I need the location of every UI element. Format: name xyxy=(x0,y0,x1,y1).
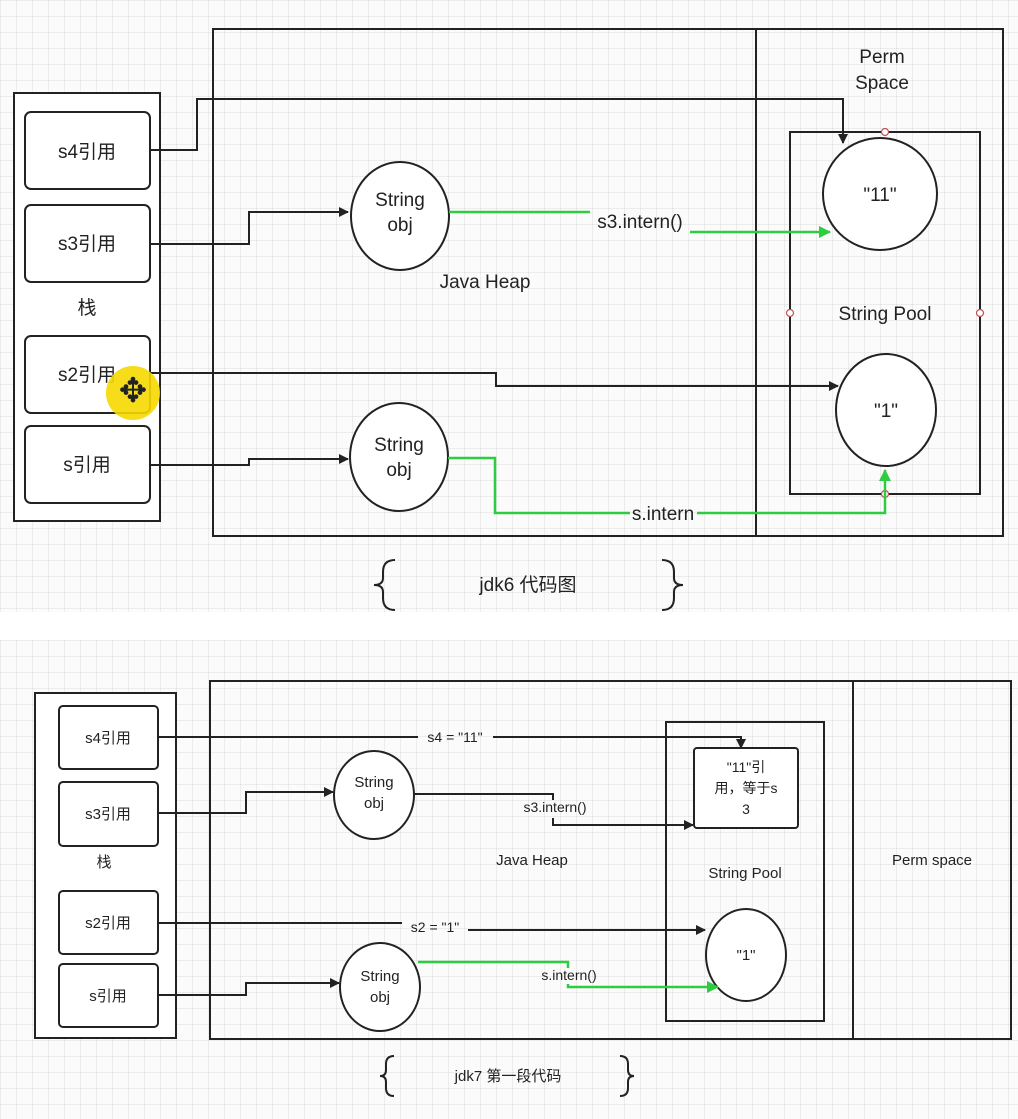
s-ref-label-jdk7: s引用 xyxy=(89,988,127,1005)
string-obj-2-line2-jdk7: obj xyxy=(370,989,390,1006)
literal-11-label: "11" xyxy=(863,185,896,206)
ref-box-line2: 用，等于s xyxy=(715,780,778,796)
literal-1-circle-jdk7 xyxy=(705,908,787,1002)
perm-space-label-jdk7: Perm space xyxy=(892,852,972,869)
string-obj-1-line1-jdk7: String xyxy=(354,774,393,791)
s2-ref-label: s2引用 xyxy=(58,364,116,386)
arrow-s2-to-1 xyxy=(150,372,839,391)
jdk6-diagram: s4引用 s3引用 栈 s2引用 s引用 Perm Space Java Hea… xyxy=(13,28,1004,611)
string-pool-label: String Pool xyxy=(839,304,932,325)
stack-label-jdk7: 栈 xyxy=(96,854,111,871)
cursor-highlight xyxy=(106,366,160,420)
string-obj-1-line1: String xyxy=(375,190,425,211)
arrow-s3-intern xyxy=(552,818,694,830)
literal-1-circle xyxy=(835,353,937,467)
perm-space-label-line1: Perm xyxy=(859,47,904,68)
literal-11-circle xyxy=(822,137,938,251)
literal-1-label-jdk7: "1" xyxy=(737,947,756,964)
java-heap-label: Java Heap xyxy=(440,272,531,293)
line-s3-intern-a xyxy=(414,793,554,800)
java-heap-label-jdk7: Java Heap xyxy=(496,852,568,869)
arrow-s4-to-11 xyxy=(150,98,848,151)
jdk6-caption: jdk6 代码图 xyxy=(478,574,576,596)
string-obj-1-line2-jdk7: obj xyxy=(364,795,384,812)
panel-divider xyxy=(0,612,1018,640)
arrow-s-to-obj-jdk7 xyxy=(158,978,340,996)
caption-right-brace-jdk7 xyxy=(619,1055,635,1097)
green-arrow-s-intern xyxy=(697,469,891,515)
green-line-s-intern-a xyxy=(448,456,630,515)
jdk7-diagram: s4引用 s3引用 栈 s2引用 s引用 Perm space Java Hea… xyxy=(34,680,1012,1097)
arrow-s3-to-obj-jdk7 xyxy=(158,787,334,814)
s3-ref-label-jdk7: s3引用 xyxy=(85,806,131,823)
java-heap-box-jdk7 xyxy=(209,680,1012,1040)
s-intern-label: s.intern xyxy=(632,504,694,525)
string-obj-2-circle-jdk7 xyxy=(339,942,421,1032)
literal-1-label: "1" xyxy=(874,401,898,422)
pool-handle-top xyxy=(880,127,890,137)
string-obj-2-line1-jdk7: String xyxy=(360,968,399,985)
move-cursor-icon: ✥ xyxy=(119,372,148,410)
arrow-s3-to-obj xyxy=(150,207,349,245)
string-obj-1-line2: obj xyxy=(387,215,412,236)
string-obj-1-circle xyxy=(350,161,450,271)
java-heap-box xyxy=(212,28,1004,537)
string-obj-2-line1: String xyxy=(374,435,424,456)
s3-intern-label: s3.intern() xyxy=(597,212,683,233)
perm-space-label-line2: Space xyxy=(855,73,909,94)
s3-intern-label-jdk7: s3.intern() xyxy=(523,799,586,815)
s2-assign-label: s2 = "1" xyxy=(411,919,459,935)
pool-handle-right xyxy=(975,308,985,318)
string-pool-label-jdk7: String Pool xyxy=(708,865,781,882)
caption-left-brace-jdk7 xyxy=(379,1055,395,1097)
pool-handle-left xyxy=(785,308,795,318)
jdk7-caption: jdk7 第一段代码 xyxy=(454,1067,562,1085)
s4-ref-label-jdk7: s4引用 xyxy=(85,730,131,747)
arrow-s-to-obj xyxy=(150,454,349,466)
s3-ref-label: s3引用 xyxy=(58,233,116,255)
string-obj-2-line2: obj xyxy=(386,460,411,481)
jdk6-diagram-panel xyxy=(0,0,1018,612)
ref-equals-s3-box xyxy=(693,747,799,829)
s-intern-label-jdk7: s.intern() xyxy=(541,967,596,983)
s-ref-label: s引用 xyxy=(63,454,111,476)
green-arrow-s-intern-jdk7 xyxy=(566,981,719,993)
s4-assign-label: s4 = "11" xyxy=(427,729,482,745)
stack-label: 栈 xyxy=(77,297,96,319)
green-line-s-intern-a-jdk7 xyxy=(418,960,570,968)
caption-right-brace xyxy=(661,559,684,611)
caption-left-brace xyxy=(373,559,396,611)
s4-ref-label: s4引用 xyxy=(58,141,116,163)
string-obj-2-circle xyxy=(349,402,449,512)
arrow-s4-to-ref xyxy=(493,736,746,749)
ref-box-line3: 3 xyxy=(742,801,750,817)
ref-box-line1: "11"引 xyxy=(727,759,765,775)
s2-ref-label-jdk7: s2引用 xyxy=(85,915,131,932)
string-pool-box-jdk7 xyxy=(665,721,825,1022)
